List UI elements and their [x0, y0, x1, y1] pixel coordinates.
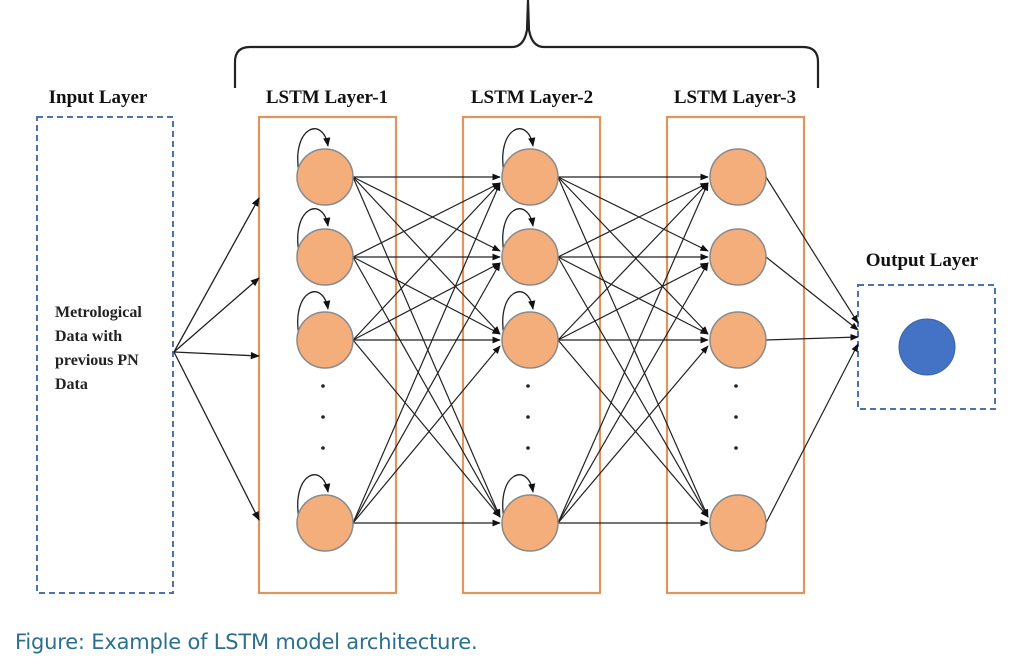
ellipsis-dot — [526, 384, 530, 388]
ellipsis-dot — [734, 446, 738, 450]
nodes — [296, 128, 956, 552]
ellipsis-dot — [526, 415, 530, 419]
lstm-layer-2-label: LSTM Layer-2 — [471, 87, 593, 108]
lstm-2-node-3 — [501, 311, 559, 369]
input-text-line-4: Data — [55, 376, 88, 393]
lstm2-to-lstm3-edge — [557, 256, 709, 518]
lstm1-to-lstm2-edge — [352, 176, 501, 252]
lstm-3-node-1 — [709, 148, 767, 206]
lstm-1-node-3 — [296, 311, 354, 369]
input-layer-label: Input Layer — [49, 87, 148, 108]
lstm-2-node-2 — [501, 228, 559, 286]
self-loop-arrow — [502, 291, 536, 337]
input-text-line-1: Metrological — [55, 304, 142, 321]
lstm2-to-lstm3-edge — [557, 182, 709, 341]
ellipsis-dot — [734, 415, 738, 419]
lstm-2-node-4 — [501, 494, 559, 552]
lstm-1-node-2 — [296, 228, 354, 286]
ellipsis-dot — [321, 415, 325, 419]
self-loop-arrow — [297, 128, 331, 174]
lstm3-to-output-edge — [765, 333, 859, 341]
input-to-lstm1-edge — [173, 197, 260, 353]
lstm-3-node-4 — [709, 494, 767, 552]
input-to-lstm1-edge — [173, 277, 260, 353]
lstm2-to-lstm3-edge — [557, 262, 709, 524]
input-to-lstm1-edge — [173, 351, 260, 521]
input-text-line-2: Data with — [55, 328, 122, 345]
lstm2-to-lstm3-edge — [557, 339, 709, 518]
self-loop-arrow — [502, 474, 536, 520]
lstm-layer-3-box — [665, 115, 806, 595]
lstm1-to-lstm2-edge — [352, 182, 501, 341]
lstm-layer-1-label: LSTM Layer-1 — [266, 87, 388, 108]
lstm1-to-lstm2-edge — [352, 339, 501, 518]
lstm2-to-lstm3-edge — [557, 182, 709, 258]
lstm-group-brace — [233, 0, 820, 88]
lstm1-to-lstm2-edge — [352, 256, 501, 518]
lstm1-to-lstm2-edge — [352, 176, 501, 518]
lstm-3-node-2 — [709, 228, 767, 286]
lstm-2-node-1 — [501, 148, 559, 206]
lstm2-to-lstm3-edge — [557, 176, 709, 518]
input-to-lstm1-edge — [173, 351, 260, 360]
lstm2-to-lstm3-edge — [557, 262, 709, 341]
output-node — [898, 318, 956, 376]
self-loop-arrow — [297, 291, 331, 337]
lstm1-to-lstm2-edge — [352, 262, 501, 341]
connections — [173, 173, 859, 527]
lstm1-to-lstm2-edge — [352, 182, 501, 524]
lstm3-to-output-edge — [765, 176, 859, 324]
lstm-layer-2-box — [461, 115, 602, 595]
lstm-3-node-3 — [709, 311, 767, 369]
self-loop-arrow — [502, 208, 536, 254]
lstm2-to-lstm3-edge — [557, 345, 709, 524]
lstm2-to-lstm3-edge — [557, 176, 709, 252]
lstm1-to-lstm2-edge — [352, 262, 501, 524]
lstm2-to-lstm3-edge — [557, 256, 709, 335]
lstm1-to-lstm2-edge — [352, 345, 501, 524]
lstm-1-node-4 — [296, 494, 354, 552]
lstm2-to-lstm3-edge — [557, 182, 709, 524]
output-layer-label: Output Layer — [866, 250, 979, 271]
ellipsis-dot — [734, 384, 738, 388]
lstm1-to-lstm2-edge — [352, 256, 501, 335]
ellipsis-dot — [321, 446, 325, 450]
ellipsis-dot — [321, 384, 325, 388]
ellipsis-dot — [526, 446, 530, 450]
figure-caption: Figure: Example of LSTM model architectu… — [15, 630, 478, 654]
self-loop-arrow — [297, 208, 331, 254]
self-loop-arrow — [502, 128, 536, 174]
lstm1-to-lstm2-edge — [352, 182, 501, 258]
lstm1-to-lstm2-edge — [352, 176, 501, 335]
self-loop-arrow — [297, 474, 331, 520]
lstm-1-node-1 — [296, 148, 354, 206]
lstm3-to-output-edge — [765, 343, 859, 524]
lstm3-to-output-edge — [765, 256, 859, 331]
input-layer-text: Metrological Data with previous PN Data — [55, 304, 146, 393]
input-layer-box — [36, 116, 174, 594]
lstm-layer-3-label: LSTM Layer-3 — [674, 87, 796, 108]
lstm2-to-lstm3-edge — [557, 176, 709, 335]
input-text-line-3: previous PN — [55, 352, 139, 369]
